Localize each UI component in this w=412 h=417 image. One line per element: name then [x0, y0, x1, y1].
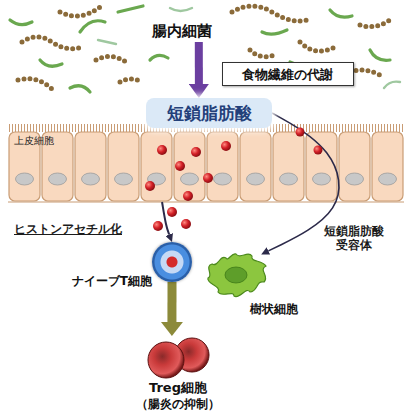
epithelium-layer — [8, 124, 404, 202]
basement-line — [8, 202, 404, 203]
bead-chain — [232, 6, 307, 21]
cell-outline — [200, 246, 272, 302]
scfa-dot — [183, 191, 193, 201]
node-label: Treg細胞 — [130, 380, 226, 396]
scfa-dot — [296, 128, 305, 137]
rod — [70, 86, 90, 92]
scfa-dot — [181, 219, 191, 229]
bead-chain — [96, 56, 126, 62]
scfa-dot — [157, 145, 167, 155]
bacteria-cluster — [10, 6, 400, 92]
rod — [330, 10, 352, 17]
edge-label: 短鎖脂肪酸 受容体 — [318, 224, 390, 253]
treg-cells: Treg細胞（腸炎の抑制） — [140, 336, 216, 380]
bead-chain — [360, 20, 390, 27]
edge-label: ヒストンアセチル化 — [14, 222, 148, 236]
scfa-dot — [145, 181, 155, 191]
node-label: 腸内細菌 — [140, 22, 224, 40]
rod — [40, 60, 62, 66]
bead-chain — [18, 79, 53, 90]
bead-chain — [120, 79, 142, 82]
dendritic-cell: 樹状細胞 — [200, 246, 272, 302]
cell-shape — [148, 342, 184, 378]
node-label: 樹状細胞 — [250, 302, 314, 316]
rod — [384, 82, 400, 88]
rod-bacteria — [10, 6, 390, 92]
rod — [98, 40, 116, 44]
rod-bacteria — [98, 8, 400, 88]
rod — [150, 55, 168, 60]
metabolite-box: 短鎖脂肪酸 — [146, 98, 272, 128]
rod — [118, 6, 143, 12]
node-sublabel: （腸炎の抑制） — [118, 397, 238, 411]
rod — [80, 21, 105, 32]
epithelial-cells — [8, 131, 404, 202]
scfa-dot — [203, 173, 213, 183]
cell-outline — [140, 336, 216, 380]
cell-shape — [208, 254, 266, 297]
scfa-dot — [167, 207, 177, 217]
rod — [170, 8, 192, 11]
scfa-dot — [191, 147, 201, 157]
rod — [10, 20, 32, 25]
scfa-dot — [153, 221, 163, 231]
process-box: 食物繊維の代謝 — [222, 62, 354, 86]
bead-chain — [22, 37, 82, 49]
bead-chain — [250, 50, 275, 57]
bacteria-label-box: 腸内細菌 — [140, 20, 224, 42]
node-label: 上皮細胞 — [14, 135, 94, 146]
arrow-connector — [195, 42, 203, 84]
bead-chain — [60, 7, 100, 16]
node-label: 短鎖脂肪酸 — [146, 103, 272, 123]
naive-t-cell: ナイーブT細胞 — [152, 242, 192, 282]
scfa-dot — [221, 141, 231, 151]
rod — [262, 30, 287, 34]
arrow-connector — [167, 282, 176, 322]
node-label: 食物繊維の代謝 — [223, 67, 352, 82]
rod — [370, 50, 390, 60]
arrow-connector — [162, 202, 169, 235]
scfa-particles — [145, 128, 323, 232]
epithelium-band: 上皮細胞 — [8, 131, 404, 202]
scfa-dot — [314, 146, 323, 155]
scfa-dot — [175, 161, 185, 171]
bead-bacteria — [18, 6, 390, 90]
node-label: ナイーブT細胞 — [68, 274, 152, 288]
cell-shape — [225, 267, 247, 283]
bead-chain — [300, 42, 335, 51]
